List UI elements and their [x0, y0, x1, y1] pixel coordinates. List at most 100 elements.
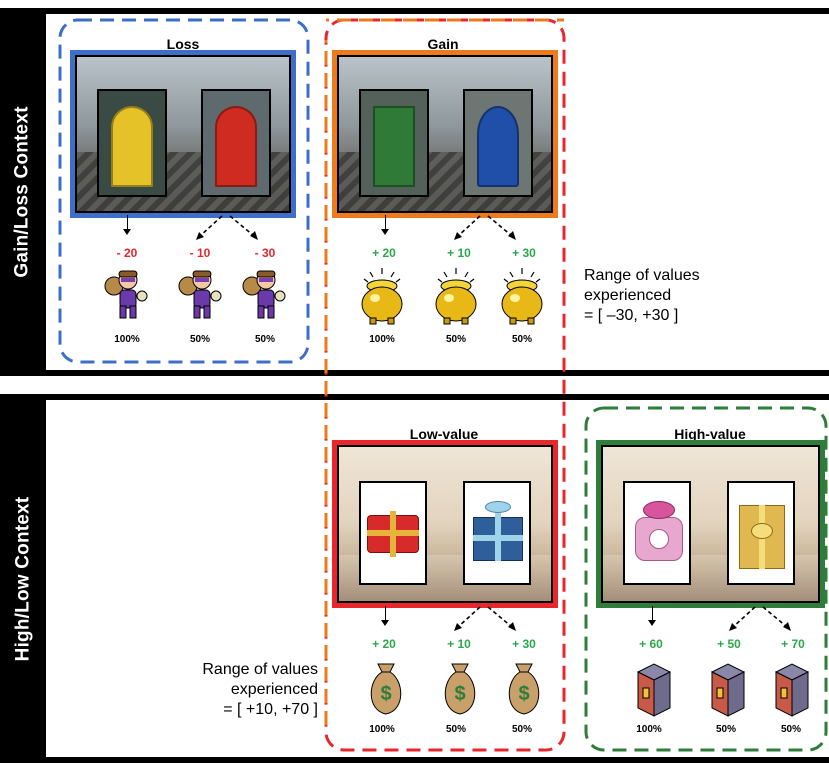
gift-bow — [485, 501, 511, 513]
money-bag-icon: $ — [444, 663, 476, 715]
context-label-gain-loss: Gain/Loss Context — [0, 8, 46, 376]
high-arrowhead-1 — [648, 620, 656, 626]
gift-bow — [643, 501, 675, 519]
gold-gift-card[interactable] — [727, 481, 795, 585]
gain-outcome-3: + 30 — [512, 246, 536, 260]
highvalue-group-outline — [584, 406, 828, 752]
svg-text:$: $ — [454, 683, 465, 705]
top-band-border — [0, 8, 829, 14]
gain-title: Gain — [427, 36, 459, 52]
high-outcome-2: + 50 — [717, 637, 741, 651]
loss-prob-1: 100% — [114, 334, 140, 345]
gift-ribbon — [473, 535, 523, 541]
bottom-band-border — [0, 394, 829, 400]
low-outcome-3: + 30 — [512, 637, 536, 651]
blue-gift-card[interactable] — [463, 481, 531, 585]
gain-frame — [332, 50, 558, 218]
gift-ribbon — [367, 530, 419, 536]
gift-label — [649, 529, 669, 549]
gain-outcome-2: + 10 — [447, 246, 471, 260]
high-arrow-1 — [652, 606, 653, 620]
door-panel — [372, 105, 416, 187]
high-outcome-1: + 60 — [639, 637, 663, 651]
bottom-band-bottom-border — [0, 757, 829, 763]
thief-icon — [104, 270, 148, 319]
high-outcome-3: + 70 — [781, 637, 805, 651]
loss-prob-2: 50% — [189, 334, 210, 345]
treasure-box-icon — [710, 663, 746, 717]
range-line-1: Range of values — [202, 661, 318, 678]
gain-prob-3: 50% — [511, 334, 532, 345]
thief-icon — [178, 270, 222, 319]
range-line-1: Range of values — [584, 267, 700, 284]
door-panel — [214, 105, 258, 187]
gold-pot-icon — [501, 268, 543, 325]
money-bag-icon: $ — [370, 663, 402, 715]
red-door[interactable] — [201, 89, 271, 197]
loss-prob-3: 50% — [254, 334, 275, 345]
loss-frame — [70, 50, 296, 218]
bottom-range-text: Range of values experienced = [ +10, +70… — [170, 660, 318, 720]
gain-arrow-1 — [385, 215, 386, 229]
street-scene — [75, 55, 291, 213]
svg-text:$: $ — [518, 683, 529, 705]
door-panel — [110, 105, 154, 187]
top-band-bottom-border — [0, 370, 829, 376]
loss-arrowhead-1 — [123, 229, 131, 235]
gain-prob-1: 100% — [369, 334, 395, 345]
gain-prob-2: 50% — [445, 334, 466, 345]
loss-arrow-1 — [127, 215, 128, 229]
loss-title: Loss — [166, 36, 200, 52]
high-prob-2: 50% — [715, 724, 736, 735]
room-scene — [337, 445, 553, 603]
low-prob-2: 50% — [445, 724, 466, 735]
gift-bow — [751, 523, 773, 539]
gain-outcome-1: + 20 — [372, 246, 396, 260]
low-arrow-1 — [385, 606, 386, 620]
red-gift-card[interactable] — [359, 481, 427, 585]
range-line-3: = [ +10, +70 ] — [223, 701, 318, 718]
gold-pot-icon — [361, 268, 403, 325]
low-outcome-2: + 10 — [447, 637, 471, 651]
blue-door[interactable] — [463, 89, 533, 197]
gain-arrowhead-1 — [381, 229, 389, 235]
high-prob-1: 100% — [636, 724, 662, 735]
low-value-frame — [332, 440, 558, 608]
low-arrowhead-1 — [381, 620, 389, 626]
treasure-box-icon — [636, 663, 672, 717]
high-value-title: High-value — [674, 426, 746, 442]
thief-icon — [242, 270, 286, 319]
money-bag-icon: $ — [508, 663, 540, 715]
low-value-title: Low-value — [409, 426, 479, 442]
low-prob-3: 50% — [511, 724, 532, 735]
yellow-door[interactable] — [97, 89, 167, 197]
room-scene — [601, 445, 820, 603]
gift-ribbon — [495, 507, 501, 561]
treasure-box-icon — [774, 663, 810, 717]
top-range-text: Range of values experienced = [ –30, +30… — [584, 266, 700, 326]
high-value-frame — [596, 440, 825, 608]
green-door[interactable] — [359, 89, 429, 197]
door-panel — [476, 105, 520, 187]
range-line-3: = [ –30, +30 ] — [584, 307, 679, 324]
low-outcome-1: + 20 — [372, 637, 396, 651]
pink-gift-card[interactable] — [623, 481, 691, 585]
gold-pot-icon — [435, 268, 477, 325]
svg-text:$: $ — [380, 683, 391, 705]
high-prob-3: 50% — [780, 724, 801, 735]
street-scene — [337, 55, 553, 213]
range-line-2: experienced — [584, 287, 672, 304]
loss-outcome-2: - 10 — [189, 246, 211, 260]
range-line-2: experienced — [230, 681, 318, 698]
loss-outcome-3: - 30 — [254, 246, 276, 260]
context-label-high-low: High/Low Context — [0, 394, 46, 763]
